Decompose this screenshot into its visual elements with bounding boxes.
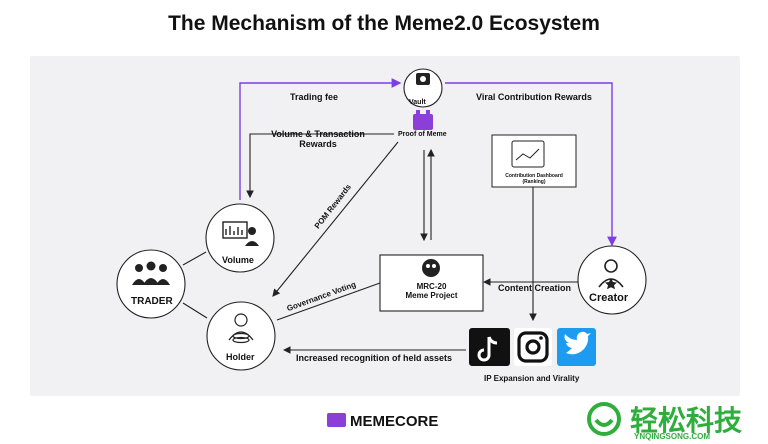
proof-of-meme-icon: [413, 114, 433, 130]
watermark: [587, 402, 621, 436]
viral-rewards-arrow: [445, 82, 617, 247]
holder-label: Holder: [226, 352, 255, 362]
group-icon: [132, 261, 170, 285]
creator-label: Creator: [589, 292, 629, 304]
trading-fee-arrow: [239, 78, 402, 200]
contribution-dashboard-node: [491, 134, 577, 188]
meme-logo-icon: [422, 259, 440, 277]
governance-line: [276, 282, 381, 321]
ip-expansion-label: IP Expansion and Virality: [484, 374, 580, 383]
vault-label: Vault: [409, 99, 426, 106]
watermark-cn: 轻松科技: [630, 405, 743, 436]
holder-icon: [228, 313, 254, 344]
viral-rewards-label: Viral Contribution Rewards: [476, 92, 592, 102]
volume-rewards-arrow: [246, 133, 394, 199]
chart-icon: [222, 221, 248, 239]
vault-node: [403, 68, 443, 108]
trader-label: TRADER: [131, 296, 173, 307]
trader-holder-line: [182, 302, 208, 319]
trader-volume-line: [182, 251, 207, 266]
volume-label: Volume: [222, 255, 254, 265]
watermark-url: YNQINGSONG.COM: [634, 432, 711, 441]
trading-fee-label: Trading fee: [290, 92, 339, 102]
dashboard-icon: [511, 140, 545, 168]
content-creation-label: Content Creation: [498, 283, 571, 293]
watermark-logo-icon: [587, 402, 621, 436]
proof-of-meme-label: Proof of Meme: [398, 131, 447, 138]
contribution-dashboard-label: Contribution Dashboard(Ranking): [505, 173, 563, 185]
diagram-panel: [30, 56, 740, 396]
brand-name: MEMECORE: [350, 413, 439, 430]
memecore-logo-icon: [327, 413, 346, 427]
recognition-label: Increased recognition of held assets: [296, 353, 453, 363]
holder-node: [206, 301, 276, 371]
pom-rewards-arrow: [272, 141, 399, 297]
page-title: The Mechanism of the Meme2.0 Ecosystem: [168, 12, 600, 35]
